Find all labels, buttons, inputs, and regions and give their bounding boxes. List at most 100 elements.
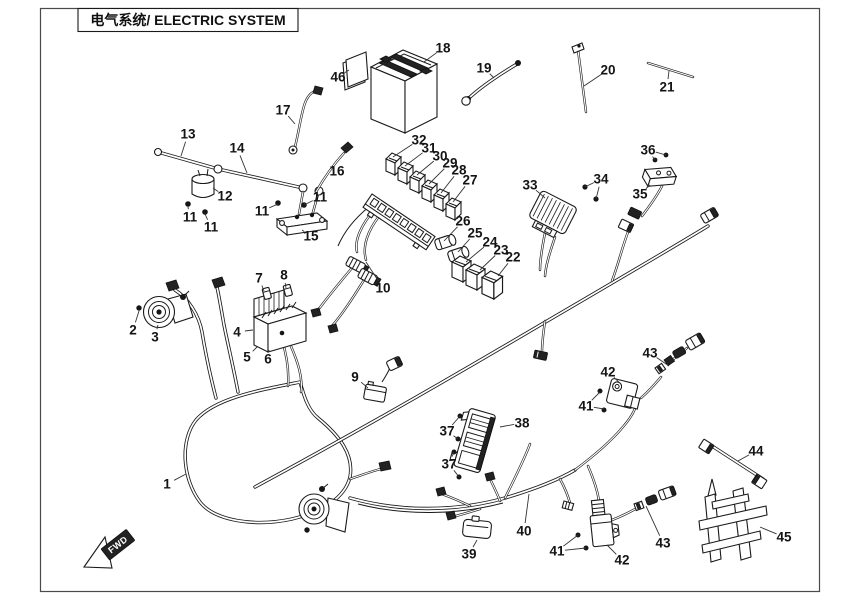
leader-line-43 [656, 357, 670, 367]
leader-line-12 [212, 187, 219, 192]
part-label-6: 6 [264, 352, 272, 367]
front-rods-and-ground [153, 85, 354, 237]
part-label-14: 14 [229, 141, 245, 156]
leader-line-29 [428, 168, 445, 185]
harness-connector [533, 349, 548, 361]
leader-line-45 [759, 526, 777, 535]
leader-line-10 [365, 261, 379, 282]
sensor-lower [575, 485, 677, 551]
leader-line-19 [489, 73, 495, 79]
page-title: 电气系统/ ELECTRIC SYSTEM [90, 12, 285, 28]
fuse-7 [261, 286, 272, 300]
part-label-11: 11 [255, 204, 270, 219]
harness-connector [561, 500, 575, 512]
part-label-25: 25 [467, 226, 483, 241]
title-block: 电气系统/ ELECTRIC SYSTEM [77, 7, 299, 33]
pad-39 [462, 515, 493, 539]
leader-line-4 [244, 329, 254, 332]
nut [185, 201, 191, 207]
battery-terminal [379, 55, 393, 63]
part-label-29: 29 [442, 156, 457, 171]
relays [434, 233, 504, 300]
part-label-41: 41 [549, 544, 565, 559]
harness-connector [211, 276, 226, 289]
part-label-17: 17 [275, 103, 290, 118]
leader-line-17 [287, 115, 296, 125]
leader-line-2 [134, 310, 140, 323]
part-label-26: 26 [455, 214, 471, 229]
leader-line-36 [652, 156, 656, 161]
part-label-11: 11 [313, 190, 328, 205]
leader-line-22 [497, 263, 509, 277]
part-label-2: 2 [129, 323, 137, 338]
leader-line-33 [535, 189, 546, 199]
leader-line-24 [465, 246, 485, 263]
part-label-20: 20 [600, 63, 615, 78]
horn-front [136, 290, 194, 329]
part-label-37: 37 [441, 457, 456, 472]
leader-line-1 [173, 473, 187, 481]
leader-line-14 [239, 155, 248, 174]
part-label-9: 9 [351, 370, 359, 385]
part-label-44: 44 [748, 444, 764, 459]
part-label-11: 11 [183, 210, 198, 225]
leader-line-11 [269, 203, 279, 209]
part-label-15: 15 [303, 229, 319, 244]
horn-rear [298, 483, 350, 533]
leader-line-44 [737, 454, 750, 462]
part-label-39: 39 [461, 547, 476, 562]
part-label-5: 5 [243, 350, 251, 365]
leader-line-11 [303, 200, 314, 206]
leader-line-21 [667, 70, 670, 80]
harness-connector [617, 218, 635, 233]
part-label-19: 19 [476, 61, 491, 76]
leader-line-42 [613, 377, 622, 385]
harness-connector [627, 206, 642, 220]
leader-line-15 [301, 229, 305, 232]
battery-pad [342, 51, 369, 91]
bolt [597, 388, 603, 394]
leader-line-13 [180, 141, 187, 157]
leader-line-30 [416, 160, 435, 176]
leader-line-28 [440, 176, 455, 194]
part-label-35: 35 [632, 187, 648, 202]
leader-line-41 [593, 406, 605, 410]
voltage-regulator [529, 184, 599, 239]
leader-line-32 [392, 144, 413, 158]
leader-line-5 [252, 346, 258, 352]
leader-line-20 [583, 74, 602, 87]
ecu [449, 408, 496, 480]
part-label-13: 13 [180, 127, 196, 142]
part-label-23: 23 [493, 243, 509, 258]
leader-line-36 [655, 151, 667, 156]
part-label-31: 31 [421, 141, 437, 156]
leader-line-42 [606, 544, 617, 555]
part-label-45: 45 [776, 530, 792, 545]
part-label-46: 46 [330, 70, 346, 85]
leader-line-41 [591, 391, 601, 401]
fuse-holder-block [362, 193, 436, 251]
leader-line-34 [595, 186, 600, 200]
leader-line-7 [261, 285, 265, 292]
leader-line-27 [452, 186, 466, 203]
part-label-28: 28 [451, 163, 467, 178]
part-label-36: 36 [640, 143, 656, 158]
part-label-12: 12 [217, 189, 232, 204]
part-label-18: 18 [435, 41, 451, 56]
part-label-8: 8 [280, 268, 288, 283]
part-label-37: 37 [439, 424, 454, 439]
leader-line-8 [284, 282, 287, 289]
holder-45 [698, 478, 768, 563]
leader-line-41 [564, 547, 587, 551]
cable-tie [571, 42, 588, 114]
leader-line-37 [451, 415, 461, 426]
bolt [136, 305, 142, 311]
part-label-40: 40 [516, 524, 531, 539]
flasher-relay-9 [363, 356, 404, 403]
leader-line-3 [156, 324, 159, 330]
leader-line-25 [457, 238, 471, 253]
part-label-27: 27 [462, 173, 477, 188]
leader-line-31 [404, 152, 423, 167]
sensor-upper [597, 332, 706, 413]
